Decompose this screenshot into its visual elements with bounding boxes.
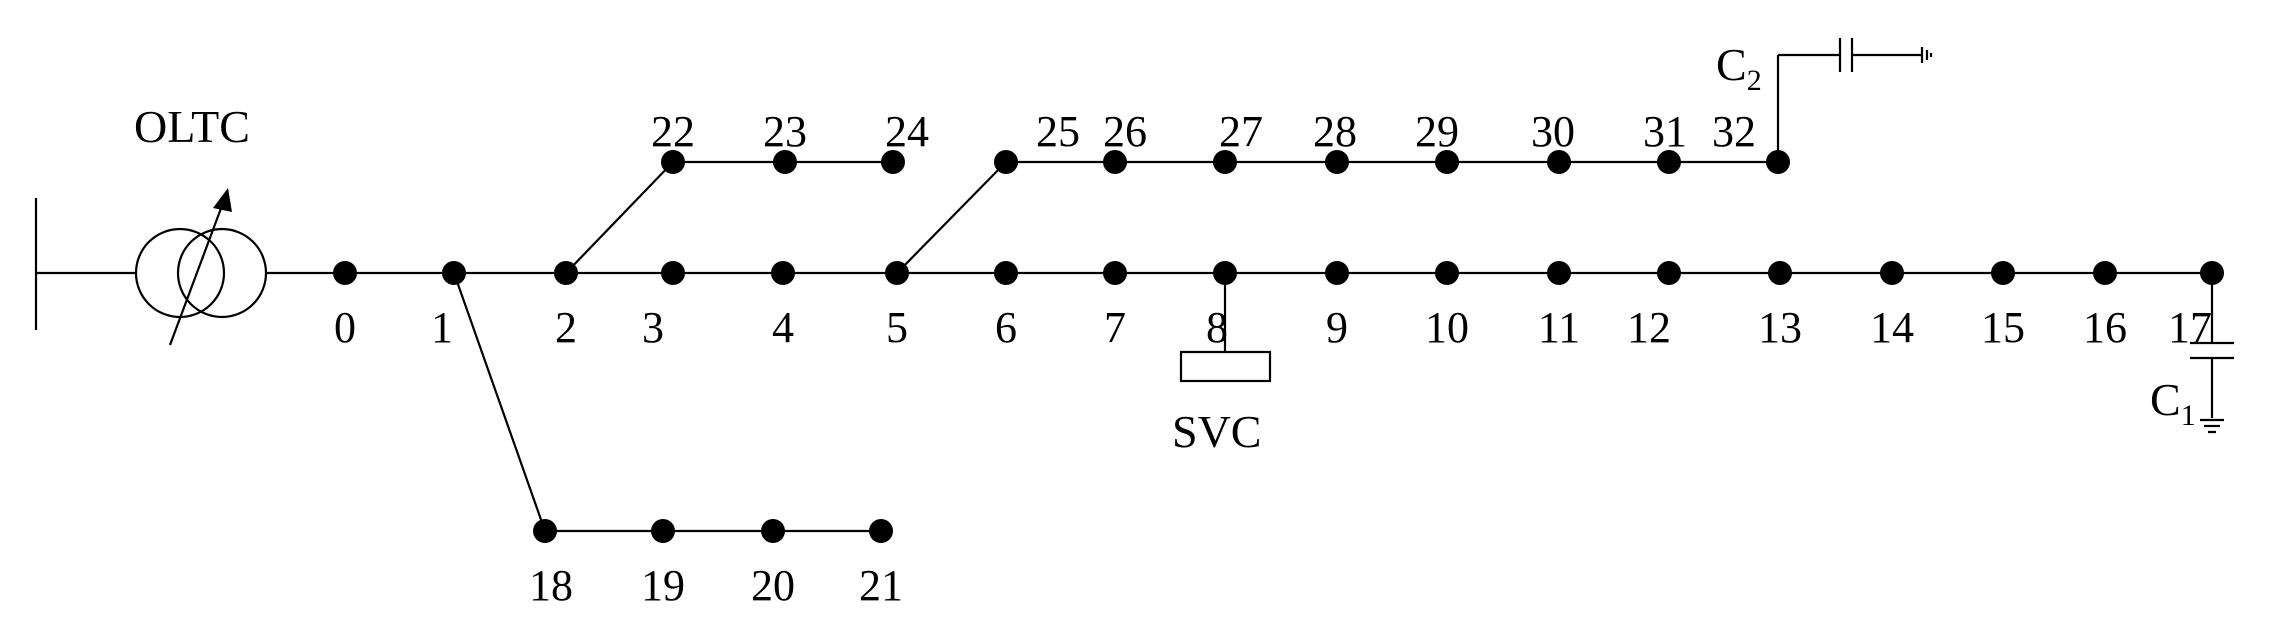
bus-label-32: 32 — [1712, 107, 1756, 156]
bus-label-1: 1 — [431, 303, 453, 352]
bus-label-0: 0 — [334, 303, 356, 352]
bus-node-14 — [1880, 261, 1904, 285]
bus-label-27: 27 — [1219, 107, 1263, 156]
bus-node-4 — [771, 261, 795, 285]
bus-node-3 — [661, 261, 685, 285]
bus-label-12: 12 — [1627, 303, 1671, 352]
bus-label-16: 16 — [2083, 303, 2127, 352]
bus-node-27 — [1213, 150, 1237, 174]
bus-node-6 — [994, 261, 1018, 285]
bus-label-18: 18 — [529, 561, 573, 610]
bus-label-11: 11 — [1538, 303, 1580, 352]
bus-label-28: 28 — [1313, 107, 1357, 156]
bus-label-4: 4 — [772, 303, 794, 352]
bus-node-15 — [1991, 261, 2015, 285]
capacitor-c1-label: C1 — [2150, 374, 2196, 432]
oltc-transformer — [134, 188, 345, 346]
lateral-18-21-line — [452, 272, 881, 533]
bus-label-9: 9 — [1326, 303, 1348, 352]
bus-label-22: 22 — [651, 107, 695, 156]
bus-node-31 — [1657, 150, 1681, 174]
bus-label-20: 20 — [751, 561, 795, 610]
bus-node-1 — [442, 261, 466, 285]
source-bus-bar — [34, 198, 136, 330]
bus-node-25 — [994, 150, 1018, 174]
bus-label-26: 26 — [1103, 107, 1147, 156]
bus-node-11 — [1547, 261, 1571, 285]
bus-node-19 — [651, 519, 675, 543]
bus-node-16 — [2093, 261, 2117, 285]
bus-label-3: 3 — [642, 303, 664, 352]
bus-nodes — [333, 150, 2224, 543]
bus-node-17 — [2200, 261, 2224, 285]
bus-label-8: 8 — [1206, 303, 1228, 352]
bus-node-13 — [1768, 261, 1792, 285]
bus-label-13: 13 — [1758, 303, 1802, 352]
bus-label-21: 21 — [859, 561, 903, 610]
bus-node-7 — [1103, 261, 1127, 285]
svc-label: SVC — [1172, 406, 1261, 457]
bus-label-31: 31 — [1643, 107, 1687, 156]
bus-node-21 — [869, 519, 893, 543]
bus-node-28 — [1325, 150, 1349, 174]
lateral-22-24-line — [565, 160, 893, 274]
bus-node-10 — [1435, 261, 1459, 285]
bus-node-20 — [761, 519, 785, 543]
bus-label-5: 5 — [886, 303, 908, 352]
bus-label-7: 7 — [1104, 303, 1126, 352]
bus-node-26 — [1103, 150, 1127, 174]
capacitor-c1 — [2190, 273, 2234, 434]
bus-label-25: 25 — [1036, 107, 1080, 156]
bus-node-12 — [1657, 261, 1681, 285]
capacitor-c2 — [1776, 38, 1933, 162]
bus-node-30 — [1547, 150, 1571, 174]
bus-label-10: 10 — [1425, 303, 1469, 352]
bus-node-2 — [554, 261, 578, 285]
lateral-25-32-line — [896, 160, 1778, 274]
bus-node-9 — [1325, 261, 1349, 285]
bus-label-23: 23 — [763, 107, 807, 156]
bus-label-2: 2 — [555, 303, 577, 352]
bus-node-23 — [773, 150, 797, 174]
bus-node-8 — [1213, 261, 1237, 285]
capacitor-c2-label: C2 — [1716, 39, 1762, 97]
svc-device — [1179, 273, 1272, 383]
bus-label-17: 17 — [2168, 303, 2212, 352]
bus-label-30: 30 — [1531, 107, 1575, 156]
bus-node-32 — [1766, 150, 1790, 174]
bus-node-18 — [533, 519, 557, 543]
bus-node-5 — [885, 261, 909, 285]
bus-node-22 — [661, 150, 685, 174]
bus-label-29: 29 — [1415, 107, 1459, 156]
bus-label-14: 14 — [1870, 303, 1914, 352]
bus-label-24: 24 — [885, 107, 929, 156]
oltc-label: OLTC — [134, 101, 250, 152]
bus-label-19: 19 — [641, 561, 685, 610]
bus-node-29 — [1435, 150, 1459, 174]
bus-node-0 — [333, 261, 357, 285]
bus-label-6: 6 — [995, 303, 1017, 352]
bus-node-24 — [881, 150, 905, 174]
bus-label-15: 15 — [1981, 303, 2025, 352]
